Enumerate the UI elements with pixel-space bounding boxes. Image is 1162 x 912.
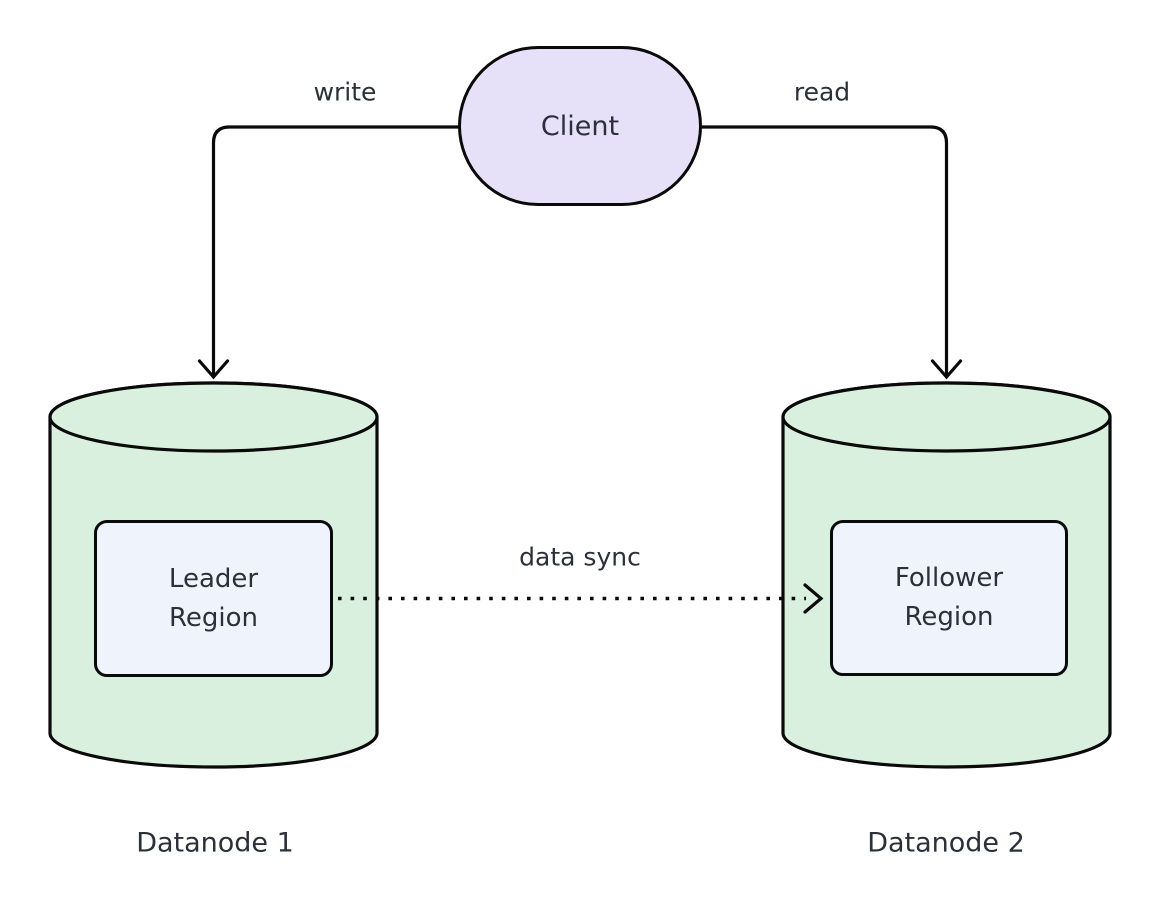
node-label-datanode1: Datanode 1 <box>132 827 298 859</box>
edge-label-data-sync: data sync <box>515 542 645 572</box>
node-follower-region: Follower Region <box>830 520 1068 676</box>
node-leader-region: Leader Region <box>94 520 333 677</box>
edge-read <box>700 125 963 380</box>
arrowhead-right-icon <box>803 583 824 614</box>
leader-region-label: Leader Region <box>168 563 259 633</box>
node-client: Client <box>458 46 702 206</box>
client-label: Client <box>540 110 620 142</box>
arrowhead-down-icon <box>197 359 230 380</box>
node-label-datanode2: Datanode 2 <box>863 827 1029 859</box>
arrowhead-down-icon <box>930 359 963 380</box>
follower-region-label: Follower Region <box>894 563 1004 632</box>
edge-label-write: write <box>309 77 381 107</box>
edge-data-sync <box>338 583 824 614</box>
edge-label-read: read <box>789 77 855 107</box>
edge-write <box>197 125 460 380</box>
